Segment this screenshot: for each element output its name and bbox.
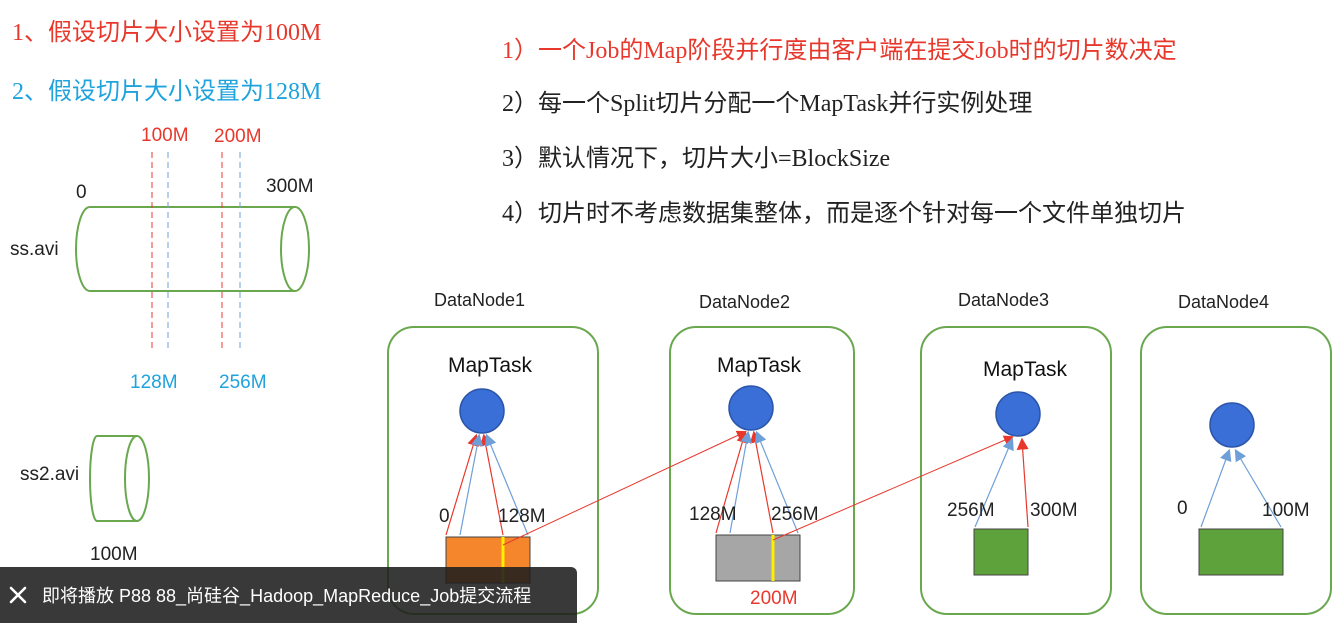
- split-100m-label: 100M: [141, 125, 189, 146]
- maptask2-circle: [728, 385, 774, 431]
- dn1-left-label: 0: [439, 506, 450, 527]
- rule-1: 1）一个Job的Map阶段并行度由客户端在提交Job时的切片数决定: [502, 38, 1177, 64]
- datanode2-title: DataNode2: [699, 292, 791, 312]
- dn4-right-label: 100M: [1262, 500, 1310, 521]
- next-video-toast[interactable]: 即将播放 P88 88_尚硅谷_Hadoop_MapReduce_Job提交流程: [0, 567, 577, 623]
- ss2-avi-size-label: 100M: [90, 544, 138, 565]
- rule-4: 4）切片时不考虑数据集整体，而是逐个针对每一个文件单独切片: [502, 201, 1186, 227]
- split-128m-label: 128M: [130, 372, 178, 393]
- block2: [715, 534, 801, 582]
- dn3-left-label: 256M: [947, 500, 995, 521]
- maptask2-label: MapTask: [717, 354, 802, 377]
- header-line-2: 2、假设切片大小设置为128M: [12, 79, 322, 105]
- ss-avi-label: ss.avi: [10, 239, 59, 260]
- datanode4-box: [1140, 326, 1332, 615]
- datanode4-title: DataNode4: [1178, 292, 1270, 312]
- split-256m-label: 256M: [219, 372, 267, 393]
- dn2-left-label: 128M: [689, 504, 737, 525]
- close-icon[interactable]: [6, 583, 30, 607]
- datanode1-title: DataNode1: [434, 290, 526, 310]
- ss2-avi-label: ss2.avi: [20, 464, 80, 485]
- block4: [1198, 528, 1284, 576]
- dn2-right-label: 256M: [771, 504, 819, 525]
- header-line-1: 1、假设切片大小设置为100M: [12, 20, 322, 46]
- maptask1-label: MapTask: [448, 354, 533, 377]
- dn2-bottom-label: 200M: [750, 588, 798, 609]
- dn3-right-label: 300M: [1030, 500, 1078, 521]
- ss-avi-end-label: 300M: [266, 176, 314, 197]
- ss-avi-start-label: 0: [76, 182, 87, 203]
- maptask3-circle: [995, 391, 1041, 437]
- dn4-left-label: 0: [1177, 498, 1188, 519]
- datanode3-box: [920, 326, 1112, 615]
- datanode3-title: DataNode3: [958, 290, 1050, 310]
- datanode2-box: [669, 326, 855, 615]
- block3: [973, 528, 1029, 576]
- maptask4-circle: [1209, 402, 1255, 448]
- maptask3-label: MapTask: [983, 358, 1068, 381]
- rule-3: 3）默认情况下，切片大小=BlockSize: [502, 146, 891, 172]
- ss2-avi-cylinder: [89, 435, 150, 522]
- rule-2: 2）每一个Split切片分配一个MapTask并行实例处理: [502, 91, 1033, 117]
- split-200m-label: 200M: [214, 126, 262, 147]
- ss-avi-cylinder: [75, 206, 310, 292]
- maptask1-circle: [459, 388, 505, 434]
- toast-text[interactable]: 即将播放 P88 88_尚硅谷_Hadoop_MapReduce_Job提交流程: [42, 586, 532, 606]
- dn1-right-label: 128M: [498, 506, 546, 527]
